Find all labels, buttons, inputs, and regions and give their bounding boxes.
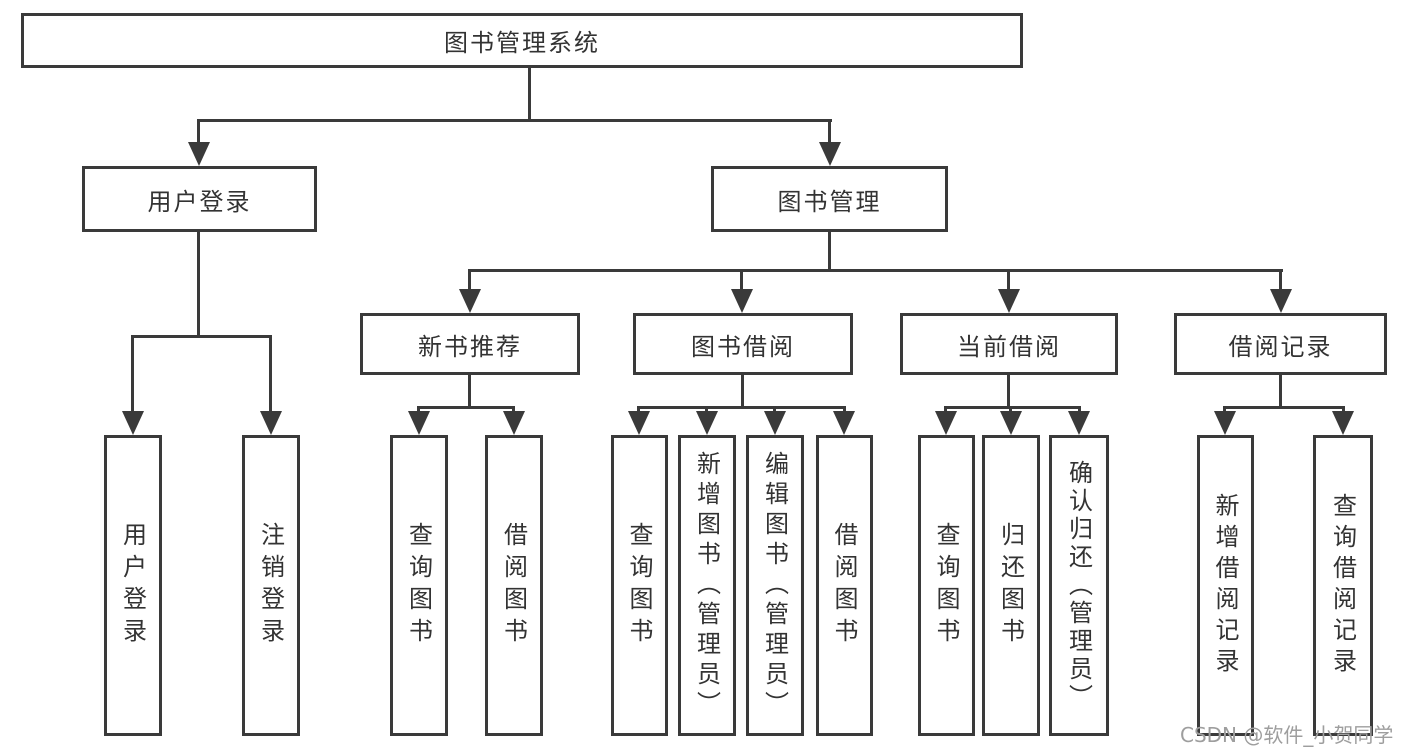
node-current-borrowing-label: 当前借阅: [957, 332, 1061, 361]
arrow-down-icon: [731, 289, 753, 313]
connector-line: [469, 269, 1283, 272]
leaf-query-books-borrowing: 查询图书: [611, 435, 668, 736]
leaf-user-login-label: 用户登录: [118, 521, 147, 650]
node-book-borrowing-label: 图书借阅: [691, 332, 795, 361]
leaf-borrow-books-borrowing: 借阅图书: [816, 435, 873, 736]
connector-line: [705, 406, 708, 414]
arrow-down-icon: [1000, 411, 1022, 435]
connector-line: [1009, 406, 1012, 414]
arrow-down-icon: [503, 411, 525, 435]
arrow-down-icon: [1068, 411, 1090, 435]
node-book-management-label: 图书管理: [777, 187, 882, 216]
arrow-down-icon: [188, 142, 210, 166]
arrow-down-icon: [260, 411, 282, 435]
arrow-down-icon: [628, 411, 650, 435]
leaf-query-books-current: 查询图书: [918, 435, 975, 736]
leaf-add-borrow-record-label: 新增借阅记录: [1211, 492, 1239, 679]
node-new-book-recommend-label: 新书推荐: [418, 332, 522, 361]
leaf-add-book-admin-label: 新增图书（管理员）: [692, 450, 721, 721]
leaf-query-books-recommend: 查询图书: [390, 435, 448, 736]
node-root-label: 图书管理系统: [444, 29, 600, 57]
connector-line: [1279, 375, 1282, 406]
leaf-add-borrow-record: 新增借阅记录: [1197, 435, 1254, 736]
node-borrow-records-label: 借阅记录: [1228, 332, 1333, 361]
connector-line: [418, 406, 515, 409]
arrow-down-icon: [459, 289, 481, 313]
node-current-borrowing: 当前借阅: [900, 313, 1118, 375]
connector-line: [468, 269, 471, 291]
arrow-down-icon: [1214, 411, 1236, 435]
connector-line: [1224, 406, 1345, 409]
leaf-borrow-books-borrowing-label: 借阅图书: [830, 521, 858, 650]
leaf-confirm-return-admin: 确认归还（管理员）: [1049, 435, 1109, 736]
node-borrow-records: 借阅记录: [1174, 313, 1387, 375]
arrow-down-icon: [1270, 289, 1292, 313]
connector-line: [528, 68, 531, 119]
arrow-down-icon: [408, 411, 430, 435]
arrow-down-icon: [764, 411, 786, 435]
connector-line: [741, 375, 744, 406]
node-book-borrowing: 图书借阅: [633, 313, 853, 375]
node-user-login-label: 用户登录: [147, 187, 252, 216]
arrow-down-icon: [122, 411, 144, 435]
leaf-confirm-return-admin-label: 确认归还（管理员）: [1064, 459, 1093, 712]
connector-line: [131, 335, 134, 413]
connector-line: [944, 406, 947, 414]
connector-line: [638, 406, 846, 409]
leaf-edit-book-admin-label: 编辑图书（管理员）: [760, 450, 789, 721]
connector-line: [197, 119, 200, 144]
node-new-book-recommend: 新书推荐: [360, 313, 580, 375]
leaf-return-book: 归还图书: [982, 435, 1040, 736]
arrow-down-icon: [696, 411, 718, 435]
connector-line: [1223, 406, 1226, 414]
connector-line: [197, 232, 200, 335]
connector-line: [468, 375, 471, 406]
connector-line: [132, 335, 272, 338]
connector-line: [417, 406, 420, 414]
leaf-query-books-current-label: 查询图书: [932, 521, 960, 650]
connector-line: [1342, 406, 1345, 414]
connector-line: [1007, 269, 1010, 291]
connector-line: [828, 119, 831, 144]
leaf-query-books-recommend-label: 查询图书: [404, 521, 433, 650]
leaf-user-login: 用户登录: [104, 435, 162, 736]
connector-line: [773, 406, 776, 414]
leaf-logout: 注销登录: [242, 435, 300, 736]
connector-line: [198, 119, 832, 122]
connector-line: [740, 269, 743, 291]
connector-line: [945, 406, 1081, 409]
connector-line: [512, 406, 515, 414]
leaf-borrow-books-recommend-label: 借阅图书: [499, 521, 528, 650]
connector-line: [1078, 406, 1081, 414]
leaf-edit-book-admin: 编辑图书（管理员）: [746, 435, 804, 736]
arrow-down-icon: [833, 411, 855, 435]
leaf-logout-label: 注销登录: [256, 521, 285, 650]
arrow-down-icon: [935, 411, 957, 435]
connector-line: [1279, 269, 1282, 291]
connector-line: [637, 406, 640, 414]
node-user-login: 用户登录: [82, 166, 317, 232]
leaf-query-borrow-record: 查询借阅记录: [1313, 435, 1373, 736]
leaf-query-borrow-record-label: 查询借阅记录: [1328, 492, 1357, 679]
watermark: CSDN @软件_小贺同学: [1180, 723, 1394, 747]
node-book-management-system: 图书管理系统: [21, 13, 1023, 68]
connector-line: [843, 406, 846, 414]
arrow-down-icon: [1332, 411, 1354, 435]
arrow-down-icon: [819, 142, 841, 166]
leaf-borrow-books-recommend: 借阅图书: [485, 435, 543, 736]
leaf-add-book-admin: 新增图书（管理员）: [678, 435, 736, 736]
connector-line: [269, 335, 272, 413]
leaf-return-book-label: 归还图书: [996, 521, 1025, 650]
connector-line: [828, 232, 831, 269]
arrow-down-icon: [998, 289, 1020, 313]
leaf-query-books-borrowing-label: 查询图书: [625, 521, 653, 650]
connector-line: [1007, 375, 1010, 406]
node-book-management: 图书管理: [711, 166, 948, 232]
